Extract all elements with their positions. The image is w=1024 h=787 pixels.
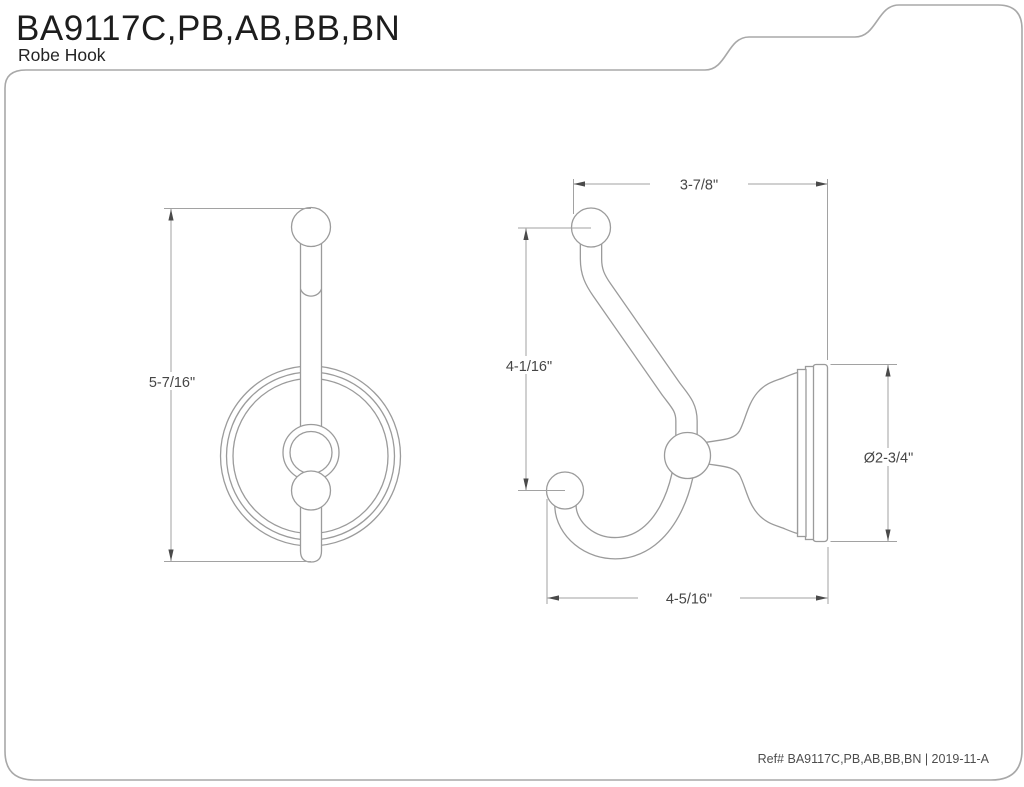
dim-side-hook-drop: 4-1/16"	[499, 227, 591, 491]
dim-side-width-top: 3-7/8"	[573, 175, 828, 360]
page-subtitle: Robe Hook	[18, 45, 106, 65]
dim-front-height: 5-7/16"	[144, 208, 311, 562]
dim-label-side-width-top: 3-7/8"	[680, 178, 718, 194]
mount-ring-inner	[289, 430, 333, 475]
dim-label-side-width-bottom: 4-5/16"	[666, 592, 712, 608]
page-title: BA9117C,PB,AB,BB,BN	[16, 9, 400, 48]
center-ball-front	[290, 470, 332, 511]
sheet-border	[4, 4, 1023, 781]
hook-rod-front	[299, 235, 323, 563]
plate-ridge-inner	[796, 368, 807, 538]
hook-arm	[554, 219, 698, 560]
dim-side-width-bottom: 4-5/16"	[546, 499, 829, 608]
front-view: 5-7/16"	[144, 206, 402, 563]
escutcheon-bell	[704, 371, 799, 535]
dim-label-side-hook-drop: 4-1/16"	[506, 359, 552, 375]
dim-label-front-height: 5-7/16"	[149, 375, 195, 391]
plate-ridge-outer	[804, 365, 815, 541]
rod-neck-arc	[299, 288, 323, 297]
pivot-ball-side	[663, 431, 712, 480]
side-view: 3-7/8" 4-1/16" Ø2-3/4"	[499, 175, 919, 608]
dim-side-base-diameter: Ø2-3/4"	[830, 364, 919, 542]
footer-reference: Ref# BA9117C,PB,AB,BB,BN | 2019-11-A	[758, 752, 990, 766]
dim-label-side-base-diameter: Ø2-3/4"	[864, 451, 913, 467]
wall-plate	[812, 363, 829, 543]
top-ball-front	[290, 206, 332, 248]
